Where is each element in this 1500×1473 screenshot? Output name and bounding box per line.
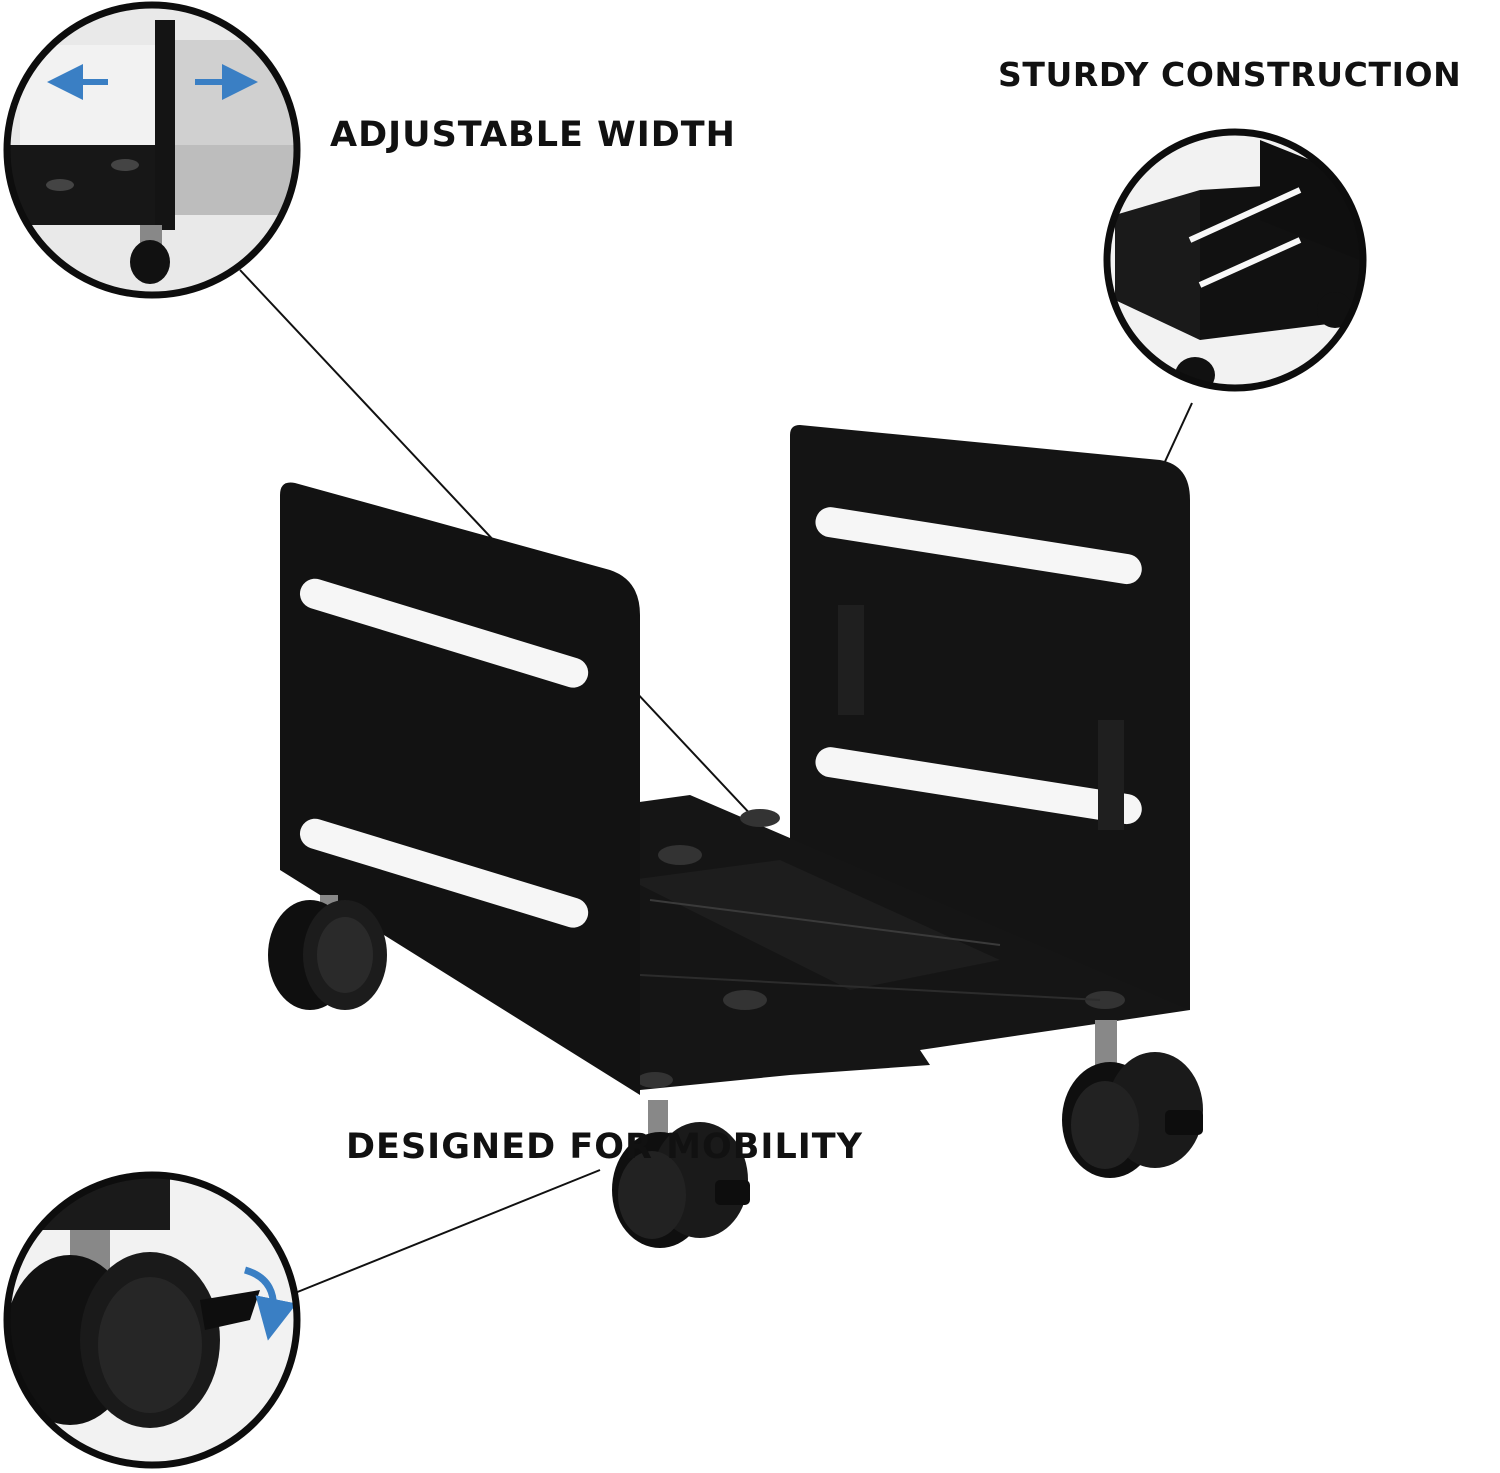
- caddy-front-plate: [280, 482, 640, 1095]
- caddy-back-plate: [790, 425, 1190, 1010]
- zoom-detail-designed-for-mobility: [3, 1171, 301, 1469]
- caster-wheel-front-left: [612, 1100, 750, 1248]
- caster-wheel-front-right: [1062, 1020, 1203, 1178]
- caster-wheel-rear-left: [268, 895, 387, 1010]
- zoom-detail-adjustable-width: [3, 1, 301, 299]
- zoom-detail-sturdy-construction: [1103, 128, 1367, 392]
- callout-designed-for-mobility: DESIGNED FOR MOBILITY: [346, 1127, 863, 1167]
- leader-line-mobility: [289, 1169, 601, 1296]
- callout-sturdy-construction: STURDY CONSTRUCTION: [998, 55, 1462, 94]
- callout-adjustable-width: ADJUSTABLE WIDTH: [330, 115, 736, 155]
